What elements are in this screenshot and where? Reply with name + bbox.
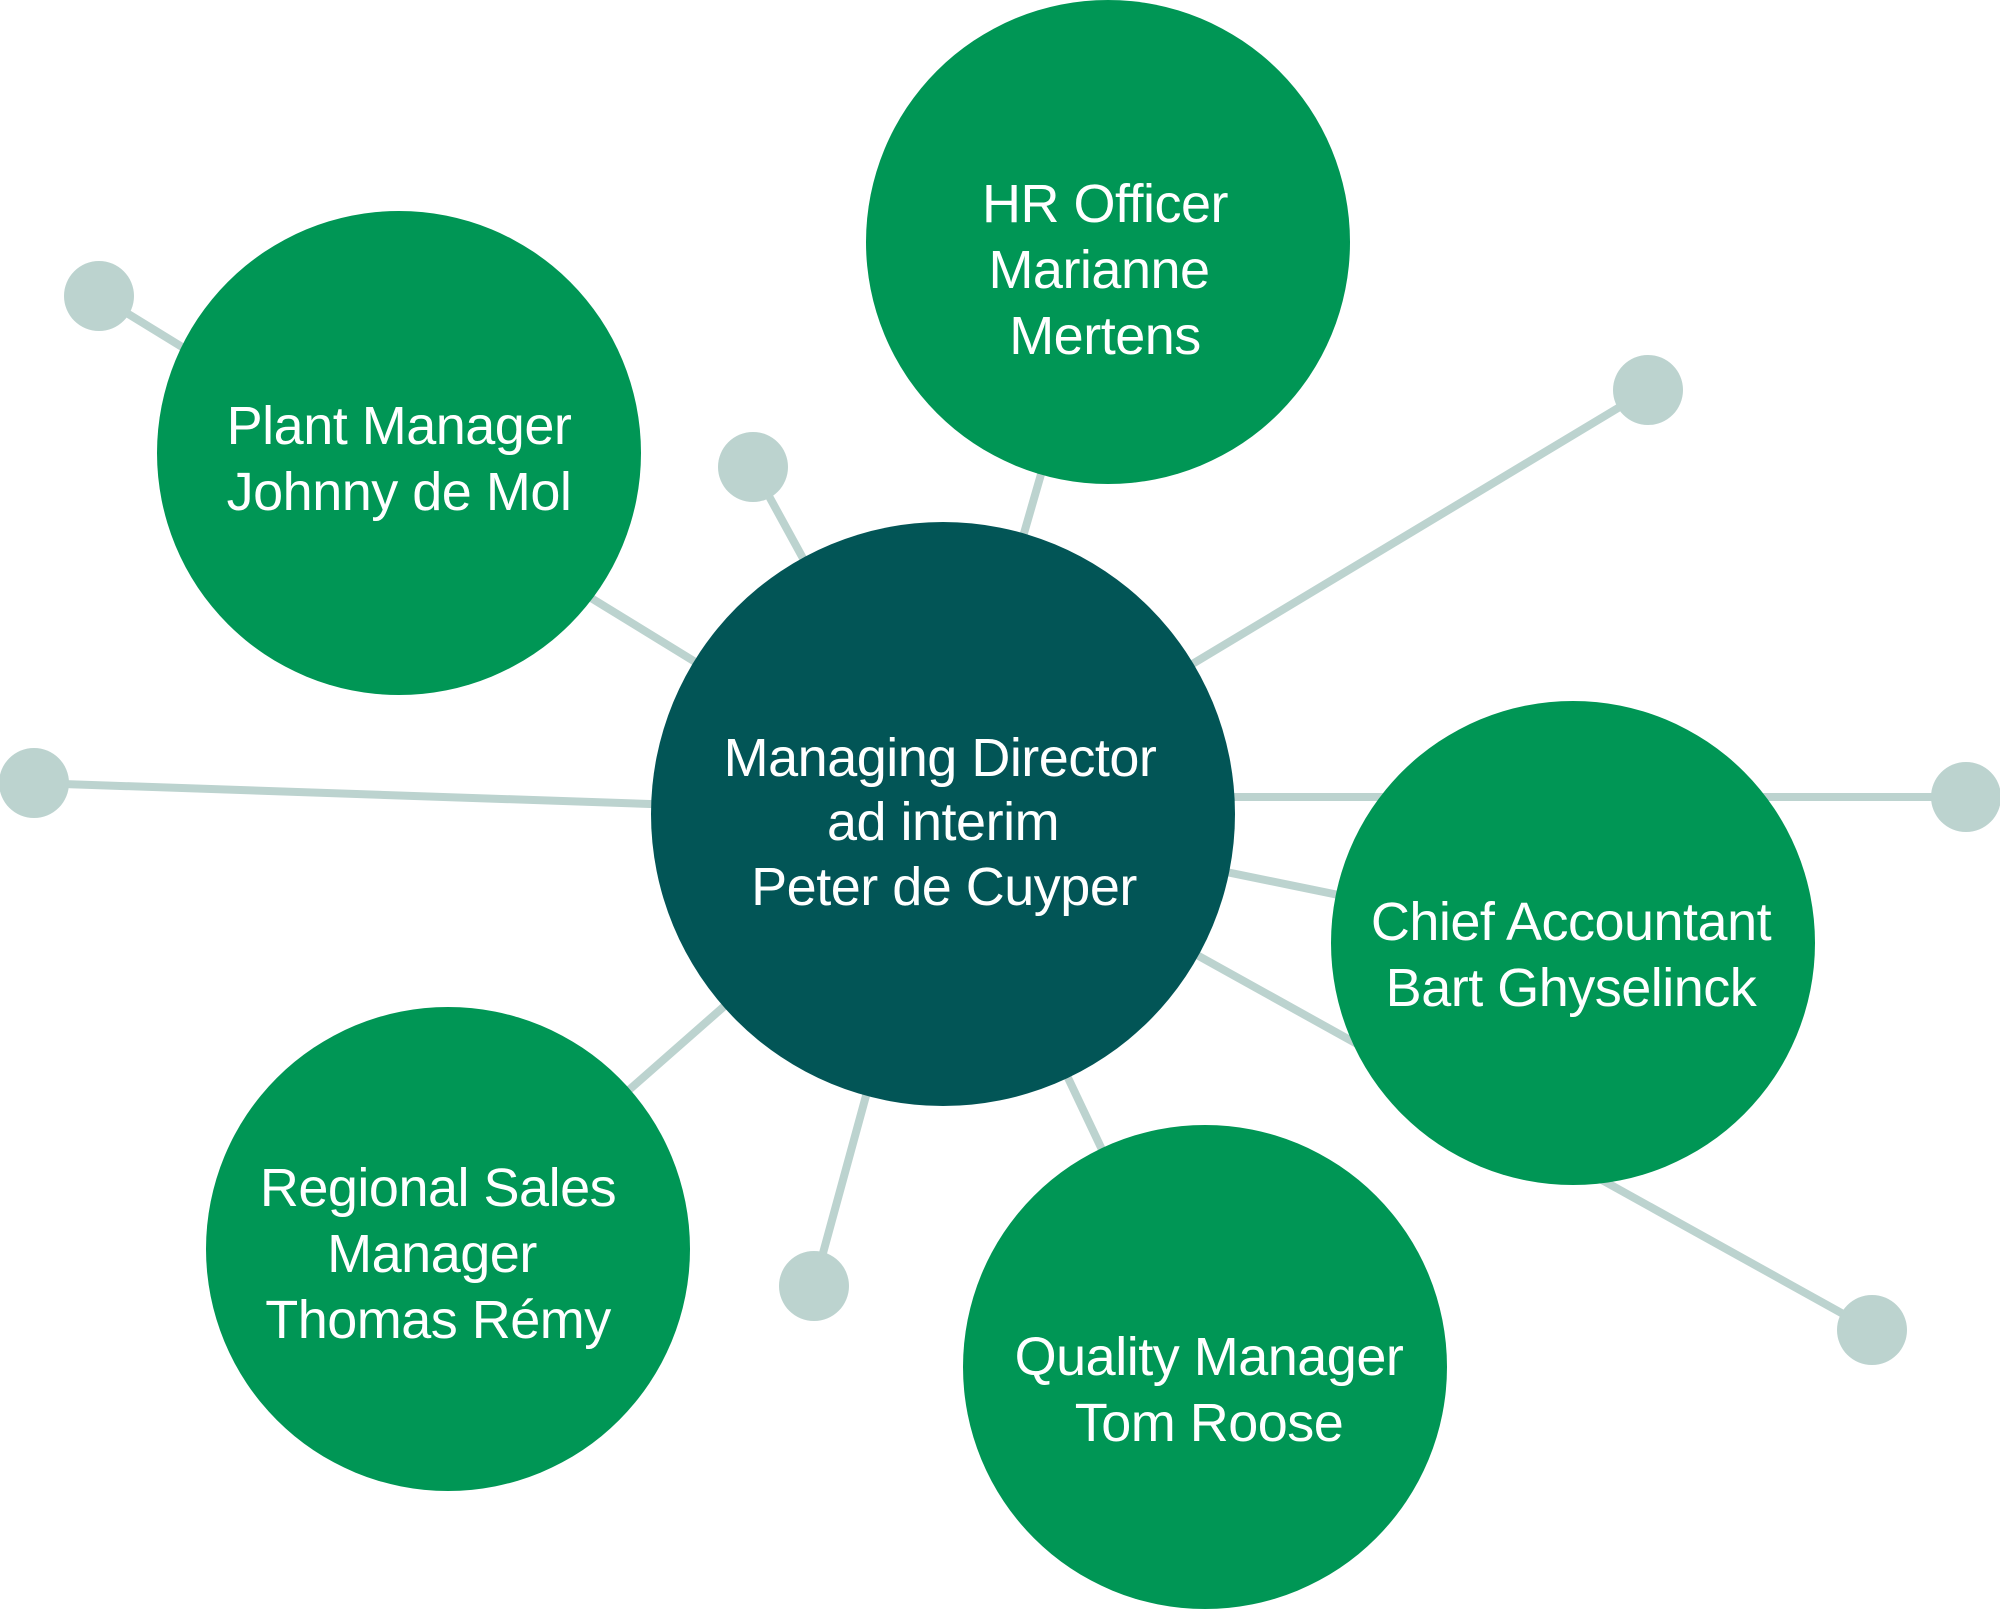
endpoint-dot bbox=[718, 432, 788, 502]
node-quality-manager: Quality Manager Tom Roose bbox=[963, 1125, 1447, 1609]
node-circle bbox=[157, 211, 641, 695]
endpoint-dot bbox=[1613, 355, 1683, 425]
node-title: HR Officer bbox=[982, 174, 1229, 234]
node-person: Bart Ghyselinck bbox=[1386, 958, 1758, 1018]
node-title: Chief Accountant bbox=[1371, 892, 1772, 952]
node-person: Tom Roose bbox=[1075, 1393, 1344, 1453]
node-person: Marianne bbox=[988, 240, 1209, 300]
endpoint-dot bbox=[0, 748, 69, 818]
center-circle bbox=[651, 522, 1235, 1106]
node-circle bbox=[963, 1125, 1447, 1609]
node-title: Regional Sales bbox=[260, 1158, 616, 1218]
node-person: Thomas Rémy bbox=[265, 1290, 611, 1350]
center-person: Peter de Cuyper bbox=[751, 857, 1137, 917]
node-plant-manager: Plant Manager Johnny de Mol bbox=[157, 211, 641, 695]
node-circle bbox=[1331, 701, 1815, 1185]
center-title: Managing Director bbox=[724, 728, 1157, 788]
endpoint-dot bbox=[779, 1251, 849, 1321]
endpoint-dot bbox=[1837, 1295, 1907, 1365]
endpoint-dots bbox=[0, 261, 2000, 1365]
node-circle bbox=[866, 0, 1350, 484]
node-title: Manager bbox=[327, 1224, 537, 1284]
node-managing-director: Managing Director ad interim Peter de Cu… bbox=[651, 522, 1235, 1106]
node-person: Johnny de Mol bbox=[227, 462, 572, 522]
node-hr-officer: HR Officer Marianne Mertens bbox=[866, 0, 1350, 484]
node-title: Plant Manager bbox=[227, 396, 572, 456]
node-title: Quality Manager bbox=[1015, 1327, 1404, 1387]
node-person: Mertens bbox=[1009, 306, 1201, 366]
center-title: ad interim bbox=[827, 792, 1059, 852]
endpoint-dot bbox=[1931, 762, 2000, 832]
node-regional-sales-manager: Regional Sales Manager Thomas Rémy bbox=[206, 1007, 690, 1491]
node-chief-accountant: Chief Accountant Bart Ghyselinck bbox=[1331, 701, 1815, 1185]
node-circle bbox=[206, 1007, 690, 1491]
endpoint-dot bbox=[64, 261, 134, 331]
